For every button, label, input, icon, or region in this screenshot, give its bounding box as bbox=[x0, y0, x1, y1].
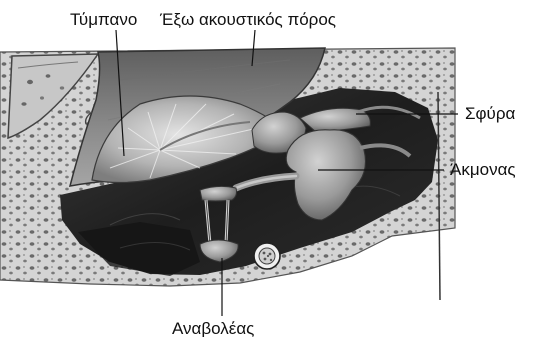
label-hammer: Σφύρα bbox=[465, 104, 515, 123]
label-tympanum: Τύμπανο bbox=[70, 10, 137, 29]
facial-nerve-section bbox=[254, 243, 280, 269]
label-ear-canal: Έξω ακουστικός πόρος bbox=[159, 10, 336, 29]
label-stirrup: Αναβολέας bbox=[172, 319, 254, 337]
label-anvil: Άκμονας bbox=[450, 160, 516, 179]
